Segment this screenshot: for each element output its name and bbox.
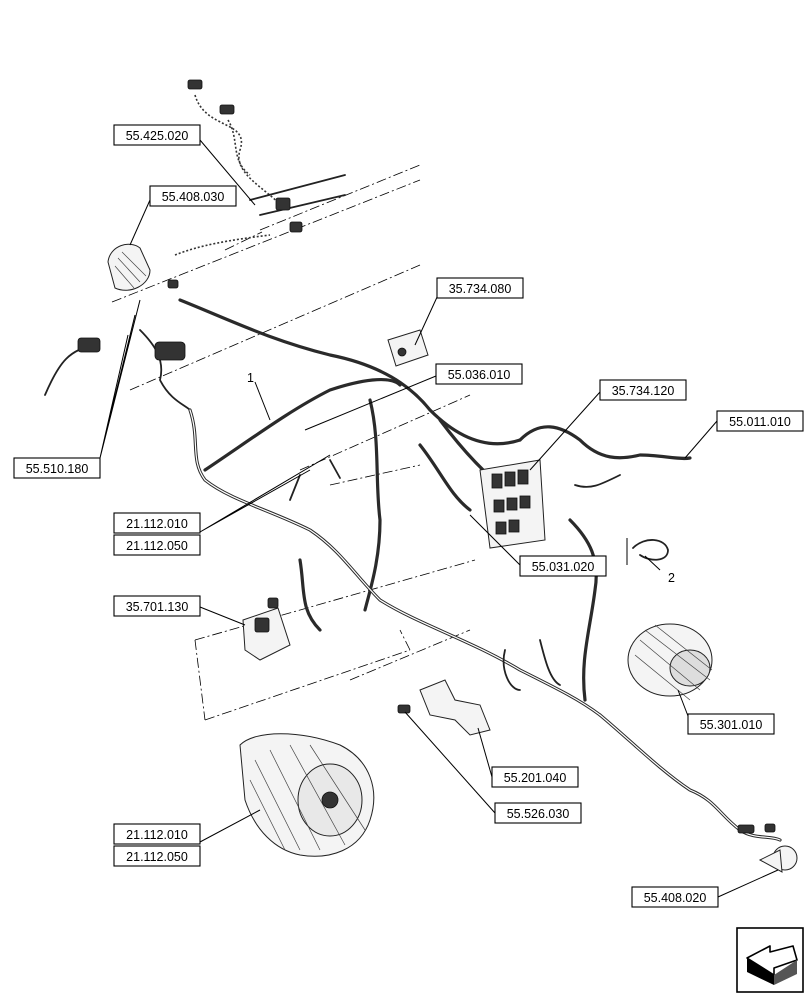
ref-label: 21.112.050	[126, 850, 188, 864]
ref-label: 55.301.010	[700, 718, 763, 732]
alignment-lines	[111, 164, 476, 721]
alternator-part	[627, 623, 713, 701]
ref-label: 55.408.020	[644, 891, 707, 905]
relay-part	[387, 329, 429, 367]
callout-item-2: 2	[668, 571, 675, 585]
ref-box-35-734-080[interactable]: 35.734.080	[436, 277, 524, 299]
ref-label: 35.734.080	[449, 282, 512, 296]
ref-box-21-112-050-lower[interactable]: 21.112.050	[113, 845, 201, 867]
ref-label: 55.425.020	[126, 129, 189, 143]
ref-box-55-301-010[interactable]: 55.301.010	[687, 713, 775, 735]
ref-label: 35.701.130	[126, 600, 189, 614]
ref-label: 21.112.050	[126, 539, 188, 553]
ref-box-55-510-180[interactable]: 55.510.180	[13, 457, 101, 479]
ref-label: 55.408.030	[162, 190, 225, 204]
ref-box-55-201-040[interactable]: 55.201.040	[491, 766, 579, 788]
ref-box-21-112-010-upper[interactable]: 21.112.010	[113, 512, 201, 534]
fuse-box-part	[479, 459, 546, 549]
ref-box-55-036-010[interactable]: 55.036.010	[435, 363, 523, 385]
valve-block-part	[242, 597, 291, 661]
ref-box-55-031-020[interactable]: 55.031.020	[519, 555, 607, 577]
speed-sensor-top	[107, 243, 151, 291]
ref-box-55-408-030[interactable]: 55.408.030	[149, 185, 237, 207]
leader-lines	[99, 139, 779, 898]
ref-label: 21.112.010	[126, 517, 188, 531]
ref-box-55-011-010[interactable]: 55.011.010	[716, 410, 804, 432]
next-page-arrow-icon[interactable]	[736, 927, 804, 993]
switch-sensor-part	[397, 704, 411, 714]
transmission-part	[239, 733, 375, 857]
callout-item-1: 1	[247, 371, 254, 385]
ref-box-35-734-120[interactable]: 35.734.120	[599, 379, 687, 401]
ref-box-55-425-020[interactable]: 55.425.020	[113, 124, 201, 146]
ref-label: 55.011.010	[729, 415, 791, 429]
ref-label: 35.734.120	[612, 384, 675, 398]
speed-sensor-bottom	[737, 823, 798, 873]
ref-label: 21.112.010	[126, 828, 188, 842]
ref-box-21-112-010-lower[interactable]: 21.112.010	[113, 823, 201, 845]
ref-box-35-701-130[interactable]: 35.701.130	[113, 595, 201, 617]
ref-label: 55.201.040	[504, 771, 567, 785]
ref-box-21-112-050-upper[interactable]: 21.112.050	[113, 534, 201, 556]
ref-box-55-408-020[interactable]: 55.408.020	[631, 886, 719, 908]
ref-label: 55.036.010	[448, 368, 511, 382]
ref-label: 55.510.180	[26, 462, 89, 476]
ref-box-55-526-030[interactable]: 55.526.030	[494, 802, 582, 824]
bracket-part	[419, 679, 491, 736]
ref-label: 55.526.030	[507, 807, 570, 821]
ref-label: 55.031.020	[532, 560, 595, 574]
